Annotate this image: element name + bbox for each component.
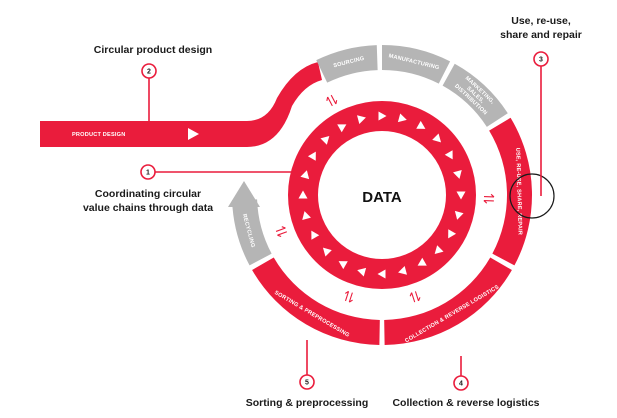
inner-arrow-icon [456, 191, 466, 200]
inner-arrow-icon [434, 245, 444, 255]
inner-arrow-icon [302, 211, 311, 220]
exchange-arrows-icon [344, 290, 353, 303]
callout-badge-2: 2 [141, 63, 157, 79]
callout-badge-5: 5 [299, 374, 315, 390]
svg-text:2: 2 [147, 69, 151, 76]
inner-arrow-icon [298, 190, 308, 199]
inner-arrow-icon [398, 266, 407, 275]
inner-arrow-icon [311, 230, 320, 240]
sourcing-segment [316, 45, 378, 83]
inner-arrow-icon [357, 115, 366, 124]
recycling-arrow-icon [228, 181, 260, 207]
svg-text:3: 3 [539, 57, 543, 64]
inner-arrow-icon [432, 133, 442, 143]
inner-arrow-icon [377, 269, 386, 279]
center-title: DATA [362, 189, 402, 206]
callout-1-line-1: Coordinating circular [95, 188, 201, 200]
inner-arrow-icon [337, 124, 347, 133]
callout-badge-3: 3 [533, 51, 549, 67]
inner-arrow-icon [322, 247, 332, 257]
exchange-arrows-icon [275, 226, 288, 238]
callout-2-text: Circular product design [94, 44, 212, 56]
use-repair-segment-label-1: USE, RE-USE, SHARE, REPAIR [514, 148, 522, 236]
inner-arrow-icon [417, 257, 427, 266]
exchange-arrows [275, 94, 495, 303]
inner-arrow-icon [454, 210, 464, 220]
collection-segment [384, 257, 512, 345]
svg-text:1: 1 [146, 170, 150, 177]
callout-5-text: Sorting & preprocessing [246, 397, 369, 409]
exchange-arrows-icon [326, 94, 338, 107]
use-repair-highlight-circle [509, 173, 555, 219]
callout-3-line-1: Use, re-use, [511, 15, 571, 27]
callout-1-line-2: value chains through data [83, 202, 213, 214]
marketing-segment [442, 63, 508, 127]
callout-badge-4: 4 [453, 375, 469, 391]
play-arrow-icon [188, 128, 199, 140]
manufacturing-segment [382, 45, 451, 84]
inner-arrow-icon [444, 150, 453, 160]
inner-arrow-icon [338, 261, 348, 270]
inner-arrow-icon [357, 267, 367, 277]
exchange-arrows-icon [483, 193, 495, 204]
inner-arrow-icon [448, 229, 457, 239]
callout-4-text: Collection & reverse logistics [392, 397, 539, 409]
product-design-band [40, 62, 322, 147]
callout-3-line-2: share and repair [500, 29, 582, 41]
callout-badge-1: 1 [140, 164, 156, 180]
sorting-segment [252, 257, 380, 345]
svg-text:5: 5 [305, 380, 309, 387]
inner-arrow-icon [378, 111, 387, 121]
inner-ring-arrows [298, 111, 466, 279]
inner-arrow-icon [300, 170, 310, 180]
inner-arrow-icon [453, 170, 462, 179]
collection-segment-label-1: COLLECTION & REVERSE LOGISTICS [404, 284, 500, 344]
svg-text:4: 4 [459, 381, 463, 388]
recycling-segment [232, 199, 272, 266]
inner-arrow-icon [397, 113, 407, 123]
inner-arrow-icon [320, 135, 330, 145]
product-design-label: PRODUCT DESIGN [72, 132, 125, 138]
exchange-arrows-icon [409, 291, 421, 303]
inner-arrow-icon [416, 120, 426, 129]
inner-arrow-icon [307, 151, 316, 161]
